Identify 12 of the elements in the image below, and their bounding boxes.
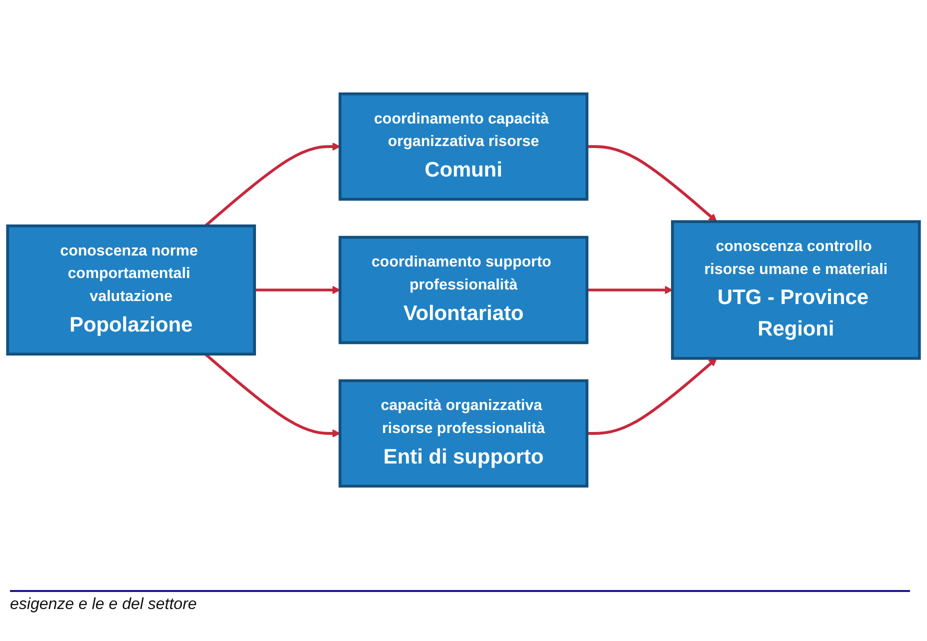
arrow (204, 353, 340, 438)
node-box: conoscenza norme comportamentali valutazione Popolazione (6, 224, 256, 356)
arrow (204, 142, 340, 227)
node-box: coordinamento capacità organizzativa risorse Comuni (338, 92, 588, 201)
node-box: capacità organizzativa risorse professionalità Enti di supporto (338, 379, 588, 488)
note-text: esigenze e le e del settore (10, 596, 197, 614)
node-box: coordinamento supporto professionalità Volontariato (338, 236, 588, 344)
arrow (586, 145, 718, 222)
arrow (586, 358, 718, 435)
arrow (586, 286, 673, 294)
arrow (254, 286, 340, 294)
node-box: conoscenza controllo risorse umane e materiali UTG - Province Regioni (671, 220, 921, 360)
